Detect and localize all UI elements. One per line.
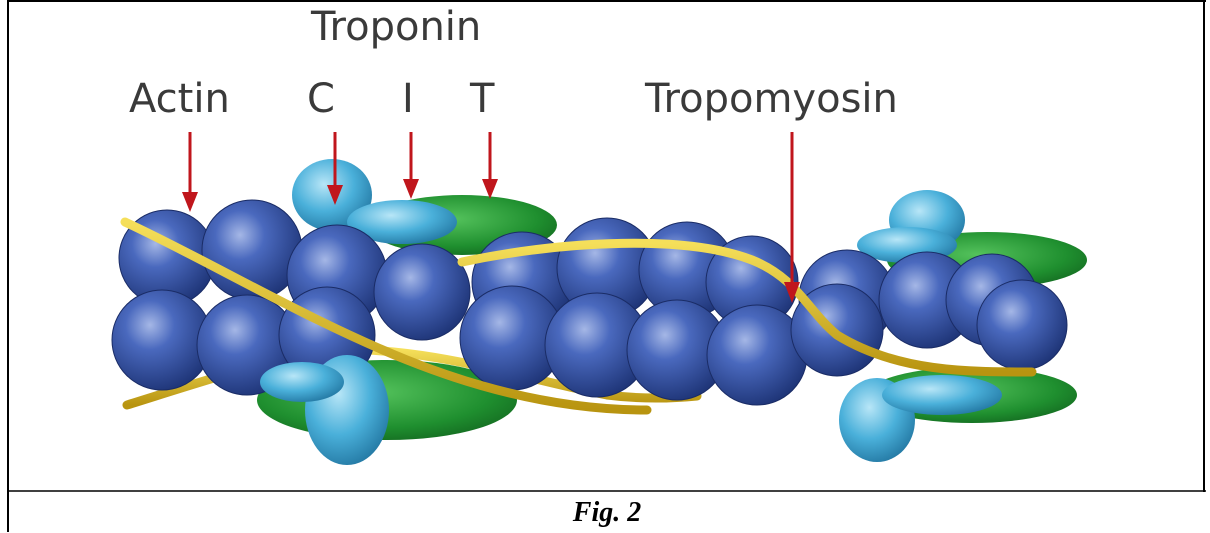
actin-arrow bbox=[182, 132, 198, 212]
figure-svg: Troponin Actin C I T Tropomyosin Fig. 2 bbox=[7, 0, 1206, 532]
troponin-c-label: C bbox=[307, 76, 335, 122]
actin-monomer bbox=[977, 280, 1067, 370]
troponin-i-arrow bbox=[403, 132, 419, 199]
troponin-i-blob bbox=[260, 362, 344, 402]
troponin-t-label: T bbox=[469, 76, 495, 122]
tropomyosin-label: Tropomyosin bbox=[644, 76, 898, 122]
actin-monomer bbox=[374, 244, 470, 340]
troponin-label: Troponin bbox=[310, 4, 481, 50]
actin-label: Actin bbox=[129, 76, 230, 122]
troponin-t-arrow bbox=[482, 132, 498, 199]
figure-frame: Troponin Actin C I T Tropomyosin Fig. 2 bbox=[7, 0, 1206, 532]
troponin-i-label: I bbox=[402, 76, 414, 122]
figure-caption: Fig. 2 bbox=[572, 497, 641, 528]
labels: Troponin Actin C I T Tropomyosin bbox=[129, 4, 898, 122]
troponin-i-blob bbox=[882, 375, 1002, 415]
